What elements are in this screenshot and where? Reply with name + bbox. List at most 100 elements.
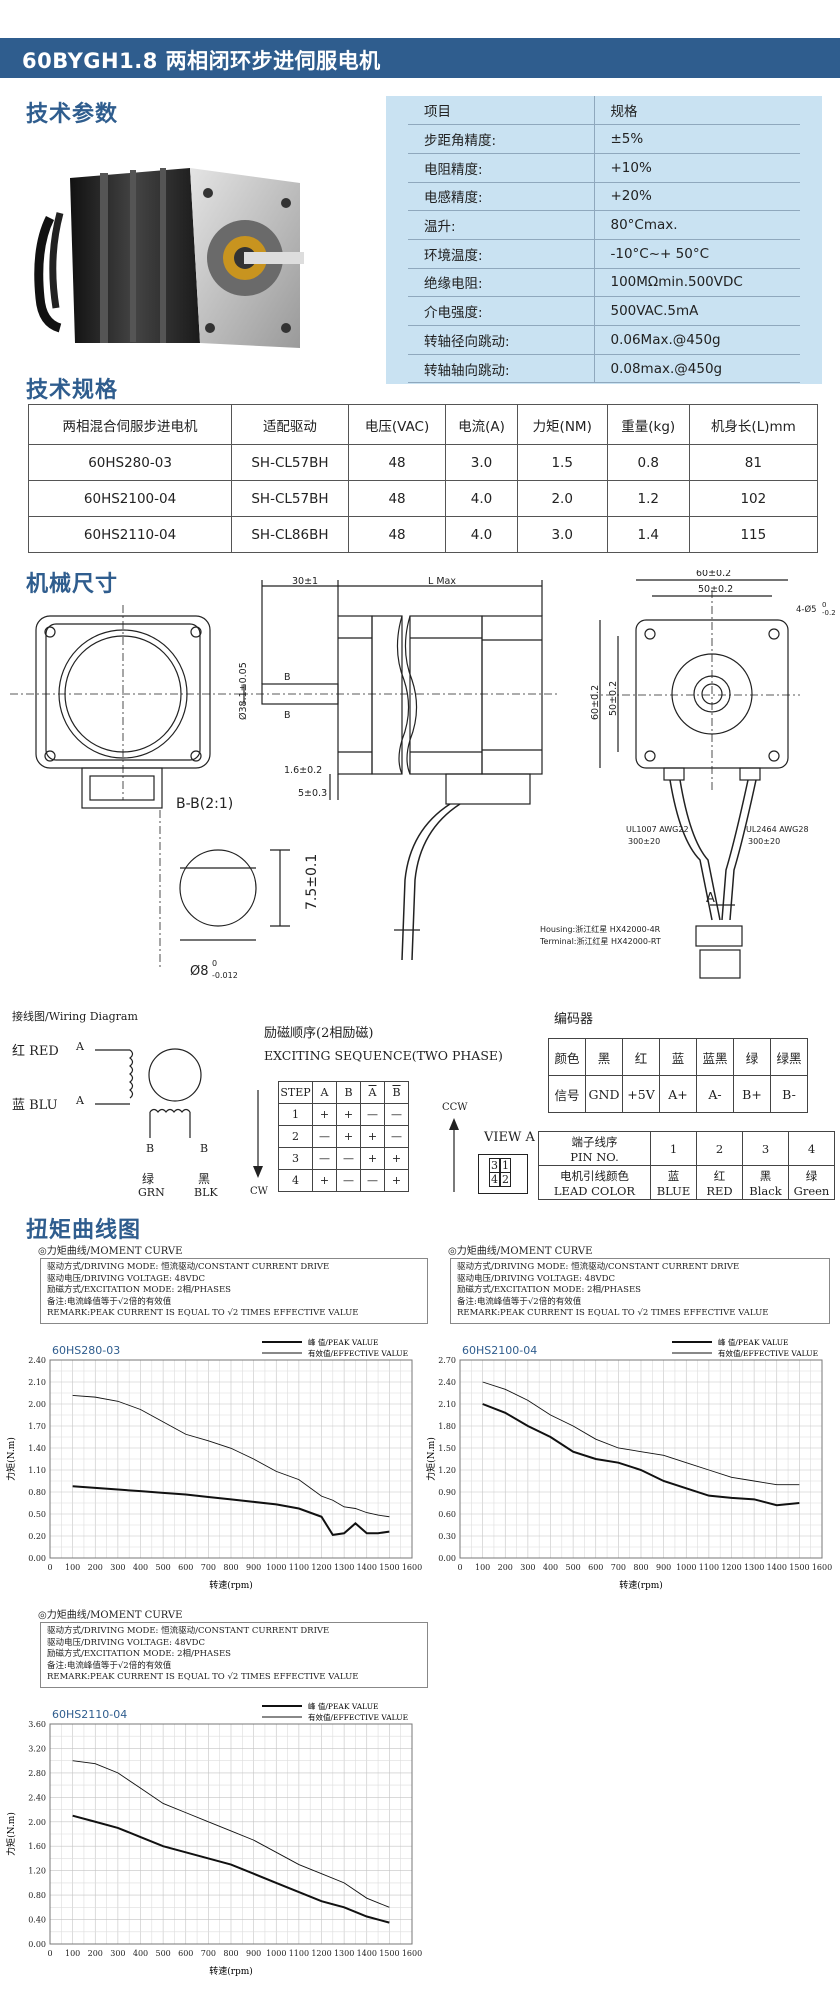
page-title: 60BYGH1.8 两相闭环步进伺服电机 — [22, 49, 381, 73]
y-tick-label: 2.40 — [438, 1378, 456, 1387]
x-tick-label: 900 — [246, 1563, 261, 1572]
table-cell: 2 — [278, 1125, 313, 1148]
x-tick-label: 1500 — [379, 1563, 399, 1572]
note-line: 备注:电流峰值等于√2倍的有效值 — [457, 1296, 582, 1307]
y-tick-label: 2.00 — [28, 1400, 46, 1409]
param-value: 100MΩmin.500VDC — [594, 268, 800, 298]
x-tick-label: 1000 — [676, 1563, 696, 1572]
y-tick-label: 0.20 — [28, 1532, 46, 1541]
param-label: 转轴轴向跳动: — [408, 354, 595, 384]
param-label: 温升: — [408, 210, 595, 240]
y-tick-label: 0.00 — [438, 1554, 456, 1563]
y-tick-label: 1.20 — [438, 1466, 456, 1475]
y-tick-label: 2.40 — [28, 1356, 46, 1365]
cw-label: CW — [250, 1186, 268, 1197]
dim-label: Ø8 — [190, 964, 209, 979]
param-value: 500VAC.5mA — [594, 296, 800, 326]
plot-frame — [49, 1359, 413, 1559]
table-cell: B- — [770, 1075, 808, 1113]
x-tick-label: 1200 — [311, 1563, 331, 1572]
x-tick-label: 1600 — [402, 1949, 422, 1958]
table-cell: 信号 — [548, 1075, 586, 1113]
table-cell: 4.0 — [445, 516, 518, 553]
ccw-arrow-icon — [449, 1118, 459, 1192]
column-header: A — [360, 1081, 385, 1104]
table-row: 颜色黑红蓝蓝黑绿绿黑 — [548, 1038, 808, 1076]
x-tick-label: 0 — [47, 1563, 52, 1572]
x-tick-label: 200 — [498, 1563, 513, 1572]
table-cell: + — [336, 1103, 361, 1126]
section-mark: B — [284, 672, 291, 683]
y-tick-label: 1.20 — [28, 1867, 46, 1876]
wire-blu-label: 蓝 BLU — [12, 1098, 58, 1113]
x-tick-label: 300 — [110, 1949, 125, 1958]
y-axis-label: 力矩(N.m) — [5, 1437, 17, 1481]
param-value: 0.08max.@450g — [594, 354, 800, 384]
pin-label: 2 — [500, 1172, 511, 1187]
column-header: 电压(VAC) — [347, 404, 447, 445]
table-cell: SH-CL57BH — [231, 480, 349, 517]
lead-color-en: RED — [706, 1183, 733, 1198]
table-cell: 4.0 — [445, 480, 518, 517]
table-cell: — — [360, 1169, 385, 1192]
section-title-params: 技术参数 — [26, 102, 119, 127]
chart-title: 60HS280-03 — [52, 1344, 120, 1357]
note-line: 驱动电压/DRIVING VOLTAGE: 48VDC — [457, 1273, 615, 1284]
table-cell: A+ — [659, 1075, 697, 1113]
cw-arrow-icon — [253, 1090, 263, 1178]
column-header: 力矩(NM) — [516, 404, 608, 445]
table-cell: 蓝黑 — [696, 1038, 734, 1076]
x-tick-label: 700 — [201, 1949, 216, 1958]
housing-note: Housing:浙江红星 HX42000-4R — [540, 924, 661, 934]
column-header: STEP — [278, 1081, 313, 1104]
x-tick-label: 400 — [543, 1563, 558, 1572]
lead-color-en: BLUE — [656, 1183, 691, 1198]
param-value: +20% — [594, 182, 800, 212]
plot-frame — [459, 1359, 823, 1559]
column-header: B — [384, 1081, 409, 1104]
y-tick-label: 0.60 — [438, 1510, 456, 1519]
table-row: 环境温度:-10°C~+ 50°C — [408, 239, 800, 269]
legend-label-eff: 有效值/EFFECTIVE VALUE — [718, 1348, 818, 1358]
y-tick-label: 1.70 — [28, 1422, 46, 1431]
table-cell: 4 — [788, 1131, 835, 1166]
note-line: 驱动方式/DRIVING MODE: 恒流驱动/CONSTANT CURRENT… — [457, 1262, 740, 1272]
table-cell: A- — [696, 1075, 734, 1113]
dim-label: 5±0.3 — [298, 788, 327, 799]
dim-label: 4-Ø5 — [796, 604, 817, 615]
wire-a-label: A — [76, 1040, 84, 1053]
table-row: 温升:80°Cmax. — [408, 210, 800, 240]
chart-60hs280-03: 0.000.200.500.801.101.401.702.002.102.40… — [5, 1337, 422, 1591]
table-cell: 48 — [347, 516, 447, 553]
lead-color-en: Green — [793, 1183, 830, 1198]
x-tick-label: 1200 — [311, 1949, 331, 1958]
table-cell: 1.5 — [516, 444, 608, 481]
series-line-peak — [72, 1485, 390, 1536]
table-cell: 102 — [688, 480, 819, 517]
y-tick-label: 2.70 — [438, 1356, 456, 1365]
note-line: 驱动电压/DRIVING VOLTAGE: 48VDC — [47, 1273, 205, 1284]
y-tick-label: 3.20 — [28, 1744, 46, 1753]
x-tick-label: 900 — [656, 1563, 671, 1572]
x-tick-label: 1200 — [721, 1563, 741, 1572]
table-cell: 蓝 — [659, 1038, 697, 1076]
column-header: 适配驱动 — [231, 404, 349, 445]
wiring-title: 接线图/Wiring Diagram — [12, 1010, 138, 1023]
x-axis-label: 转速(rpm) — [209, 1579, 253, 1591]
chart2-note-title: ◎力矩曲线/MOMENT CURVE — [448, 1246, 593, 1257]
table-row: 步距角精度:±5% — [408, 124, 800, 154]
x-tick-label: 1500 — [789, 1563, 809, 1572]
lead-color-cn: 蓝 — [667, 1168, 680, 1183]
param-label: 步距角精度: — [408, 124, 595, 154]
table-cell: 颜色 — [548, 1038, 586, 1076]
dim-tol: 0 — [822, 601, 826, 609]
pin-header-cn: 端子线序 — [571, 1134, 618, 1149]
spec-table: 两相混合伺服步进电机 适配驱动 电压(VAC) 电流(A) 力矩(NM) 重量(… — [27, 404, 819, 553]
x-tick-label: 900 — [246, 1949, 261, 1958]
chart3-note-title: ◎力矩曲线/MOMENT CURVE — [38, 1610, 183, 1621]
table-row: 介电强度:500VAC.5mA — [408, 296, 800, 326]
